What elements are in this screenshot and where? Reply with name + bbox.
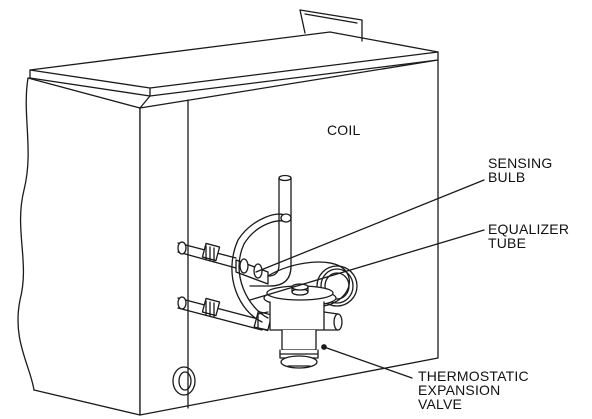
label-expansion: EXPANSION — [418, 382, 501, 398]
top-flange — [29, 9, 439, 97]
leader-lines — [249, 179, 485, 379]
upper-header-pipe — [177, 241, 237, 269]
label-valve: VALVE — [418, 396, 463, 412]
equalizer-tube — [231, 213, 292, 323]
thermostatic-expansion-valve — [257, 283, 343, 369]
label-coil: COIL — [327, 122, 361, 138]
leader-sensing-bulb — [255, 179, 485, 273]
leader-expansion-valve — [323, 346, 413, 379]
label-thermostatic: THERMOSTATIC — [418, 368, 529, 384]
label-equalizer: EQUALIZER — [488, 221, 570, 237]
label-bulb: BULB — [488, 169, 526, 185]
leader-equalizer-tube — [249, 229, 485, 301]
label-tube: TUBE — [488, 235, 527, 251]
drain-fitting — [172, 366, 196, 396]
side-panel — [17, 77, 141, 416]
front-panel — [139, 59, 439, 416]
label-sensing: SENSING — [488, 155, 553, 171]
